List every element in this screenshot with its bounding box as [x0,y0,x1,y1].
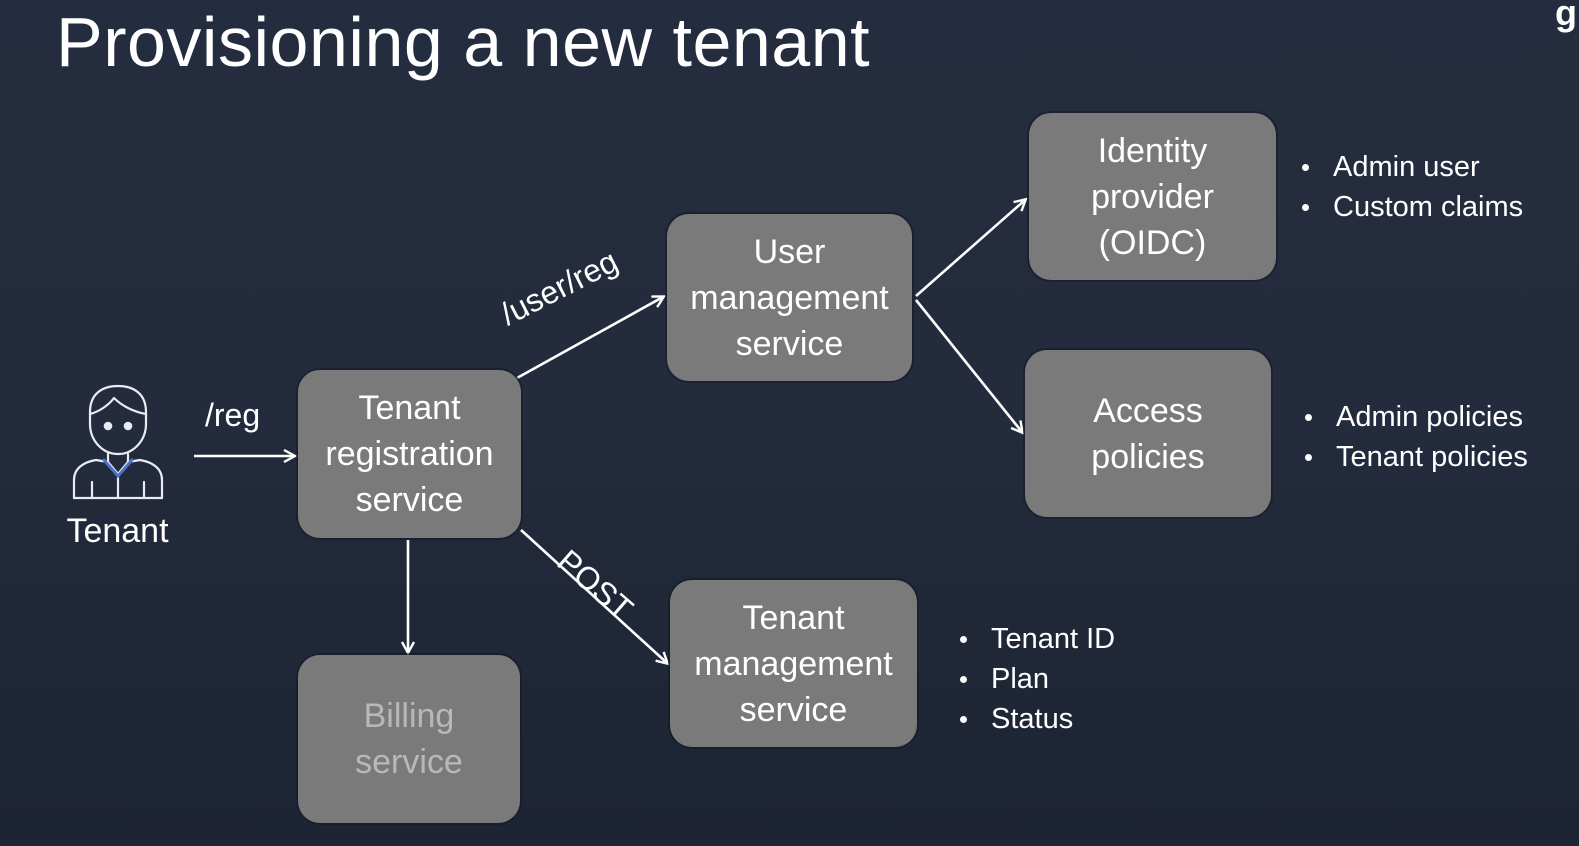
list-item: Tenant ID [958,619,1115,659]
edge-label-reg: /reg [205,397,261,433]
person-icon [72,384,164,500]
user-management-service-box: User management service [667,214,912,381]
tenant-registration-service-label: Tenant registration service [325,389,494,519]
corner-logo: g [1555,0,1577,33]
user-management-service-label: User management service [690,232,889,363]
access-policies-label: Access policies [1091,391,1205,476]
list-item: Admin user [1300,147,1523,187]
billing-service-label: Billing service [355,697,463,781]
list-item: Tenant policies [1303,437,1528,477]
access-policies-notes: Admin policies Tenant policies [1303,397,1528,477]
identity-provider-box: Identity provider (OIDC) [1029,113,1276,280]
arrow-user-mgmt-to-access [914,299,1022,432]
access-policies-box: Access policies [1025,350,1271,517]
tenant-label: Tenant [66,512,169,550]
list-item: Plan [958,659,1115,699]
identity-provider-notes: Admin user Custom claims [1300,147,1523,227]
tenant-management-notes: Tenant ID Plan Status [958,619,1115,739]
list-item: Admin policies [1303,397,1528,437]
edge-label-user-reg: /user/reg [494,242,624,333]
billing-service-box: Billing service [298,655,520,823]
edge-label-post: POST [550,542,640,627]
tenant-management-service-label: Tenant management service [694,598,893,729]
tenant-registration-service-box: Tenant registration service [298,370,521,538]
slide-title: Provisioning a new tenant [56,3,871,81]
tenant-management-service-box: Tenant management service [670,580,917,747]
arrow-user-mgmt-to-idp [915,200,1025,297]
list-item: Custom claims [1300,187,1523,227]
list-item: Status [958,699,1115,739]
identity-provider-label: Identity provider (OIDC) [1091,131,1214,262]
